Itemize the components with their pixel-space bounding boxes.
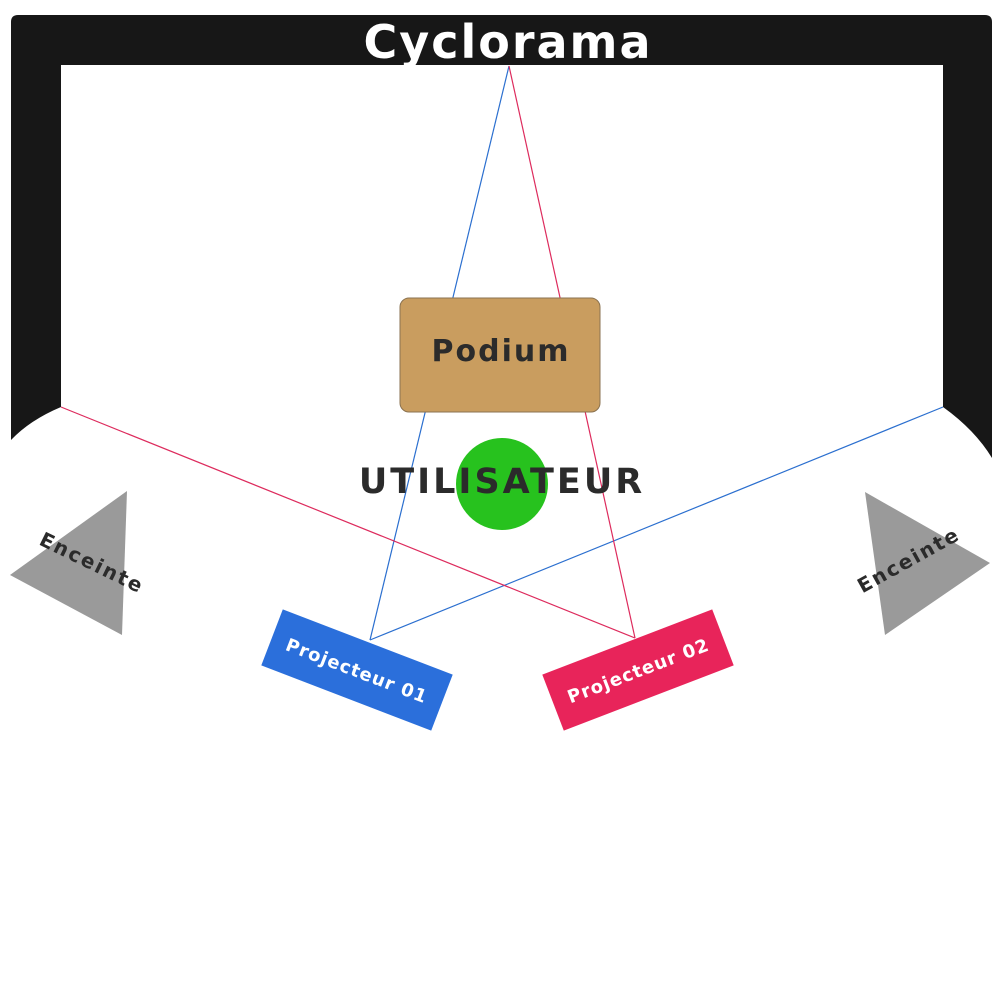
cyclorama-label: Cyclorama <box>363 15 652 69</box>
user-label: UTILISATEUR <box>359 462 645 502</box>
user-marker[interactable]: UTILISATEUR <box>359 438 645 530</box>
speaker-right[interactable]: Enceinte <box>853 492 990 635</box>
user-circle <box>456 438 548 530</box>
speaker-left[interactable]: Enceinte <box>10 491 148 635</box>
projector-01-body <box>261 609 453 731</box>
speaker-left-shape <box>10 491 127 635</box>
cyclorama-frame <box>11 15 992 458</box>
projector-02-body <box>542 609 734 731</box>
projector-02[interactable]: Projecteur 02 <box>542 609 734 731</box>
podium-label: Podium <box>432 334 571 369</box>
projector-01-beam-to-right-wall <box>369 406 944 641</box>
projector-02-beam-to-left-wall <box>60 406 636 639</box>
projector-01[interactable]: Projecteur 01 <box>261 609 453 731</box>
speaker-right-shape <box>865 492 990 635</box>
podium[interactable]: Podium <box>399 297 601 413</box>
podium-box <box>399 297 601 413</box>
